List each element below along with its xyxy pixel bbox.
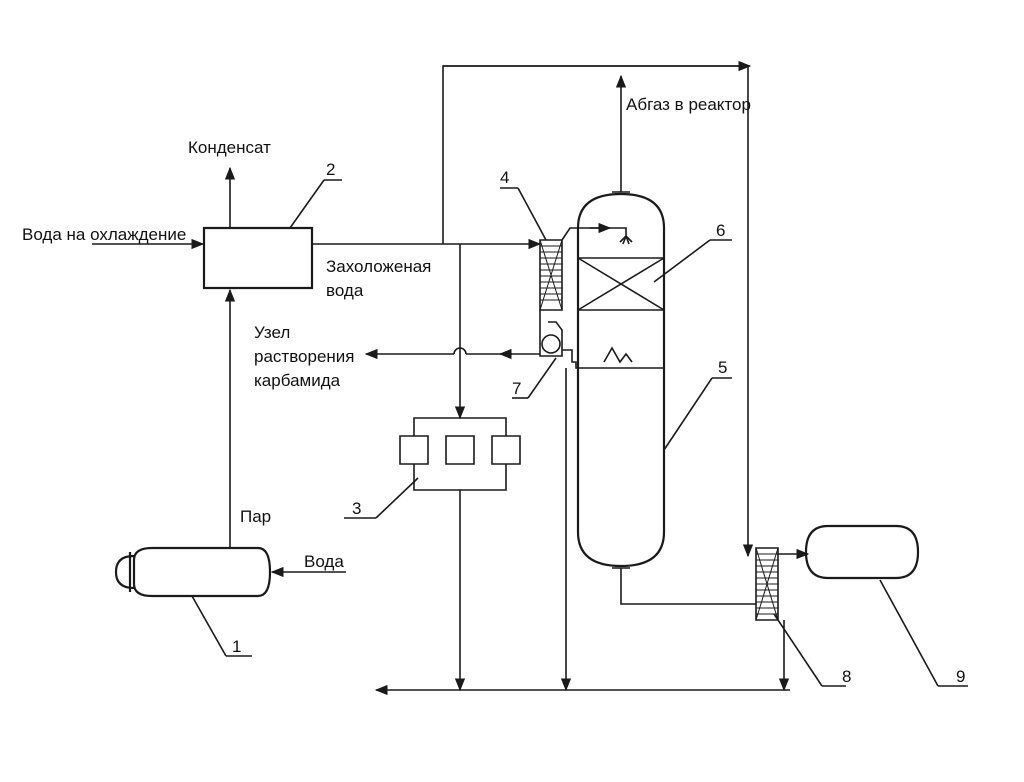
pump-3c [492, 436, 520, 464]
column-bottom-line [621, 568, 756, 604]
label-urea-unit-line3: карбамида [254, 371, 341, 390]
number-6: 6 [716, 221, 725, 240]
leader-line-2 [290, 180, 324, 228]
line-crossing-hop [454, 348, 466, 354]
pump-3a [400, 436, 428, 464]
heat-exchanger-4 [540, 240, 562, 310]
packing-bed-6 [578, 258, 664, 310]
label-water: Вода [304, 552, 344, 571]
number-3: 3 [352, 499, 361, 518]
column-5 [578, 194, 664, 566]
boiler-1 [134, 548, 270, 596]
pump-7-body [540, 310, 562, 356]
boiler-1-head [116, 556, 134, 588]
label-urea-unit-line1: Узел [254, 323, 290, 342]
number-9: 9 [956, 667, 965, 686]
leader-line-9 [880, 580, 938, 686]
leader-line-3 [376, 478, 418, 518]
number-4: 4 [500, 168, 509, 187]
pump-3b [446, 436, 474, 464]
leader-line-4 [518, 188, 546, 240]
packing-cross-b [578, 258, 664, 310]
label-chilled-water-line2: вода [326, 281, 364, 300]
number-5: 5 [718, 358, 727, 377]
leader-line-1 [192, 596, 226, 656]
label-condensate: Конденсат [188, 138, 271, 157]
heat-exchanger-4-hatch [540, 240, 562, 310]
pump-7-outlet [562, 350, 664, 368]
storage-tank-9 [806, 526, 918, 578]
chimney-tray [604, 348, 632, 362]
heat-exchanger-8-hatch [756, 548, 778, 620]
label-cooling-water-in: Вода на охлаждение [22, 225, 186, 244]
label-chilled-water-line1: Захоложеная [326, 257, 431, 276]
leader-line-5 [664, 378, 712, 450]
leader-line-6 [654, 240, 710, 282]
leader-line-7 [528, 358, 556, 398]
label-offgas: Абгаз в реактор [626, 95, 751, 114]
number-2: 2 [326, 160, 335, 179]
leader-line-8 [774, 614, 822, 686]
number-7: 7 [512, 379, 521, 398]
pump-7 [542, 335, 560, 353]
number-8: 8 [842, 667, 851, 686]
label-steam: Пар [240, 507, 271, 526]
spray-nozzle-icon [620, 236, 632, 244]
spray-feed-line [562, 228, 626, 240]
label-urea-unit-line2: растворения [254, 347, 355, 366]
top-loop-line [443, 66, 748, 244]
chiller-unit-2 [204, 228, 312, 288]
number-1: 1 [232, 637, 241, 656]
